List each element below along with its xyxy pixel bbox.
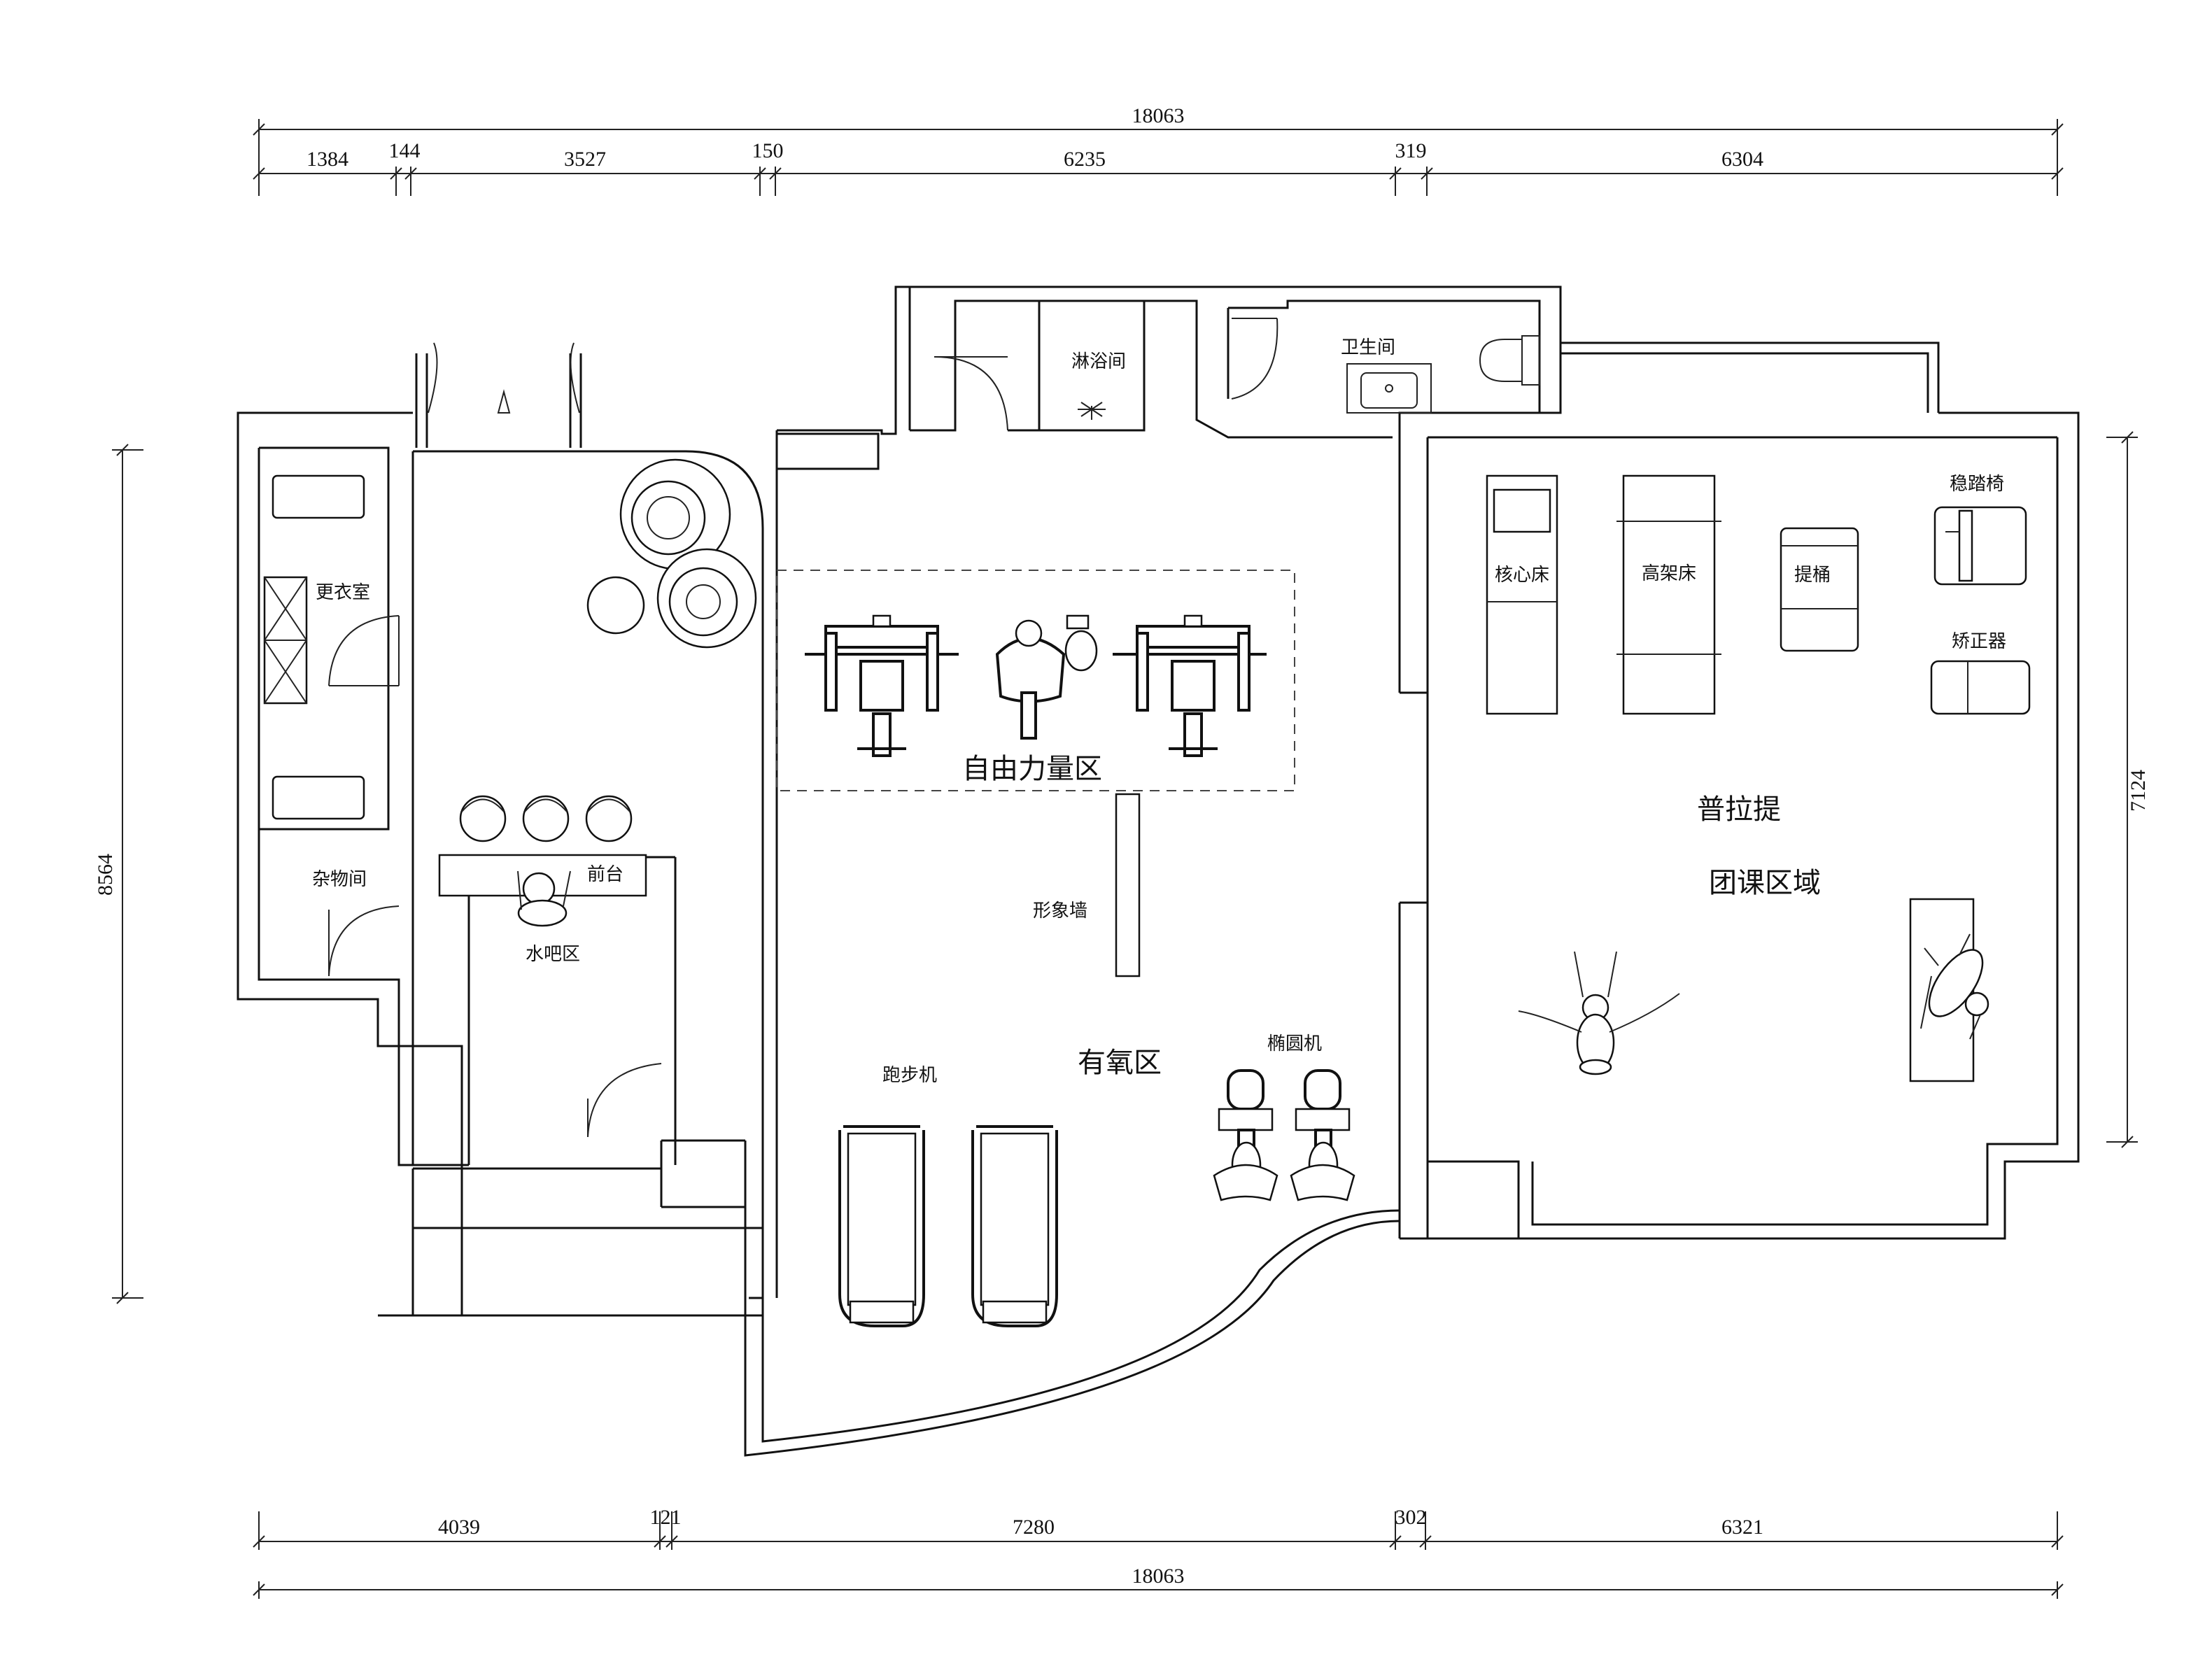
top-dim-7: 6304 bbox=[1721, 148, 1763, 171]
pilates-equipment bbox=[1486, 474, 2031, 1082]
core-bed bbox=[1486, 474, 1558, 715]
front-desk-label: 前台 bbox=[587, 864, 624, 885]
bottom-dim-5: 6321 bbox=[1721, 1516, 1763, 1539]
pilates-figure-split bbox=[1518, 951, 1680, 1075]
bottom-total-dimension: 18063 bbox=[1132, 1565, 1185, 1588]
left-height-dimension: 8564 bbox=[94, 854, 117, 896]
storage-room-label: 杂物间 bbox=[312, 869, 367, 890]
top-dim-5: 6235 bbox=[1064, 148, 1106, 171]
locker-room-label: 更衣室 bbox=[316, 582, 370, 603]
core-bed-label: 核心床 bbox=[1495, 565, 1549, 586]
left-dimension: 8564 bbox=[94, 444, 143, 1304]
elliptical-label: 椭圆机 bbox=[1267, 1033, 1322, 1054]
wunda-chair bbox=[1933, 506, 2027, 586]
shower-icon bbox=[1078, 402, 1106, 420]
image-wall-panel bbox=[1115, 793, 1141, 977]
treadmill-label: 跑步机 bbox=[882, 1065, 937, 1086]
right-dimension: 7124 bbox=[2106, 431, 2150, 1148]
free-weights-zone bbox=[776, 570, 1295, 791]
group-class-label: 团课区域 bbox=[1709, 867, 1821, 899]
doors bbox=[328, 318, 1278, 1138]
receptionist-figure bbox=[517, 870, 571, 927]
fixtures bbox=[263, 335, 1540, 927]
pilates-figure-mat bbox=[1920, 933, 1989, 1040]
bar-stools bbox=[459, 795, 633, 842]
right-height-dimension: 7124 bbox=[2127, 770, 2150, 812]
corrector-label: 矫正器 bbox=[1952, 631, 2006, 652]
bottom-dim-1: 4039 bbox=[438, 1516, 480, 1539]
barrel bbox=[1780, 527, 1859, 652]
top-dimension-chain: 18063 1384 144 3527 150 6235 319 6304 bbox=[253, 104, 2064, 196]
toilet-icon bbox=[1479, 335, 1540, 386]
top-dim-6: 319 bbox=[1395, 139, 1427, 162]
bottom-dimension-ticks bbox=[253, 1511, 2064, 1550]
ellipticals bbox=[1213, 1069, 1355, 1201]
cadillac-bed bbox=[1616, 474, 1721, 715]
bottom-dim-2: 121 bbox=[650, 1506, 682, 1529]
room-labels: 淋浴间 卫生间 更衣室 杂物间 前台 水吧区 自由力量区 形象墙 有氧区 跑步机… bbox=[312, 337, 2006, 1086]
bottom-dim-4: 302 bbox=[1395, 1506, 1427, 1529]
top-dim-3: 3527 bbox=[564, 148, 606, 171]
cadillac-label: 高架床 bbox=[1642, 563, 1696, 584]
treadmills bbox=[838, 1125, 1058, 1327]
bottom-dimension-chain: 4039 121 7280 302 6321 18063 bbox=[253, 1506, 2064, 1599]
treadmill-2 bbox=[971, 1125, 1058, 1327]
treadmill-1 bbox=[838, 1125, 925, 1327]
elliptical-2 bbox=[1290, 1069, 1355, 1201]
shower-room-label: 淋浴间 bbox=[1071, 351, 1126, 372]
top-total-dimension: 18063 bbox=[1132, 104, 1185, 127]
bottom-dim-3: 7280 bbox=[1013, 1516, 1055, 1539]
pilates-label: 普拉提 bbox=[1697, 793, 1781, 826]
locker-benches bbox=[263, 474, 365, 820]
building-walls bbox=[237, 285, 2080, 1457]
free-weights-label: 自由力量区 bbox=[962, 753, 1102, 785]
top-dimension-ticks bbox=[253, 167, 2064, 196]
wunda-chair-label: 稳踏椅 bbox=[1950, 474, 2004, 495]
barrel-label: 提桶 bbox=[1794, 565, 1831, 586]
strength-machine-3 bbox=[1113, 614, 1267, 757]
toilet-room-label: 卫生间 bbox=[1341, 337, 1395, 358]
strength-machine-2 bbox=[995, 614, 1098, 740]
water-bar-label: 水吧区 bbox=[526, 944, 580, 965]
image-wall-label: 形象墙 bbox=[1033, 901, 1087, 922]
top-dim-2: 144 bbox=[389, 139, 421, 162]
corrector bbox=[1930, 660, 2031, 715]
top-dim-4: 150 bbox=[752, 139, 784, 162]
cardio-label: 有氧区 bbox=[1078, 1047, 1162, 1079]
elliptical-1 bbox=[1213, 1069, 1278, 1201]
sink-icon bbox=[1346, 363, 1432, 414]
top-dim-1: 1384 bbox=[307, 148, 348, 171]
lounge-tables bbox=[586, 458, 757, 649]
strength-machine-1 bbox=[805, 614, 959, 757]
